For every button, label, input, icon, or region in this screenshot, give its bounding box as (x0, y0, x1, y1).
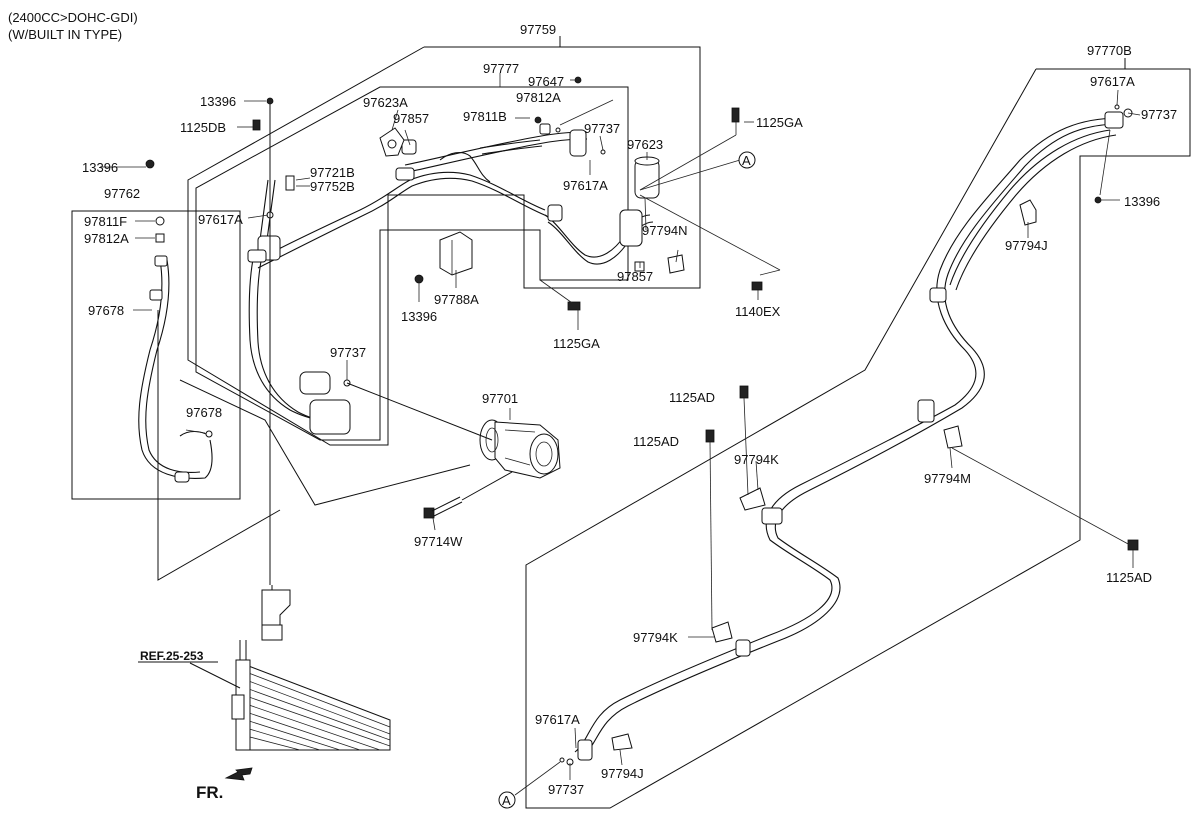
group-box-97759 (187, 46, 701, 446)
label-97678-upper: 97678 (88, 303, 124, 318)
condenser (231, 589, 391, 751)
hose-97770B (574, 111, 1124, 761)
label-1125AD-lower: 1125AD (633, 434, 679, 449)
group-box-97777 (195, 86, 629, 441)
bracket-97794M (943, 425, 963, 449)
hose-fittings-upper (247, 123, 643, 435)
label-97701: 97701 (482, 391, 518, 406)
label-97737-right: 97737 (1141, 107, 1177, 122)
label-97617A-top: 97617A (563, 178, 608, 193)
label-97794J-bottom: 97794J (601, 766, 644, 781)
label-97678-lower: 97678 (186, 405, 222, 420)
suction-hose-upper (254, 131, 654, 269)
fr-arrow-icon (224, 767, 253, 781)
label-ref-25-253: REF.25-253 (140, 649, 204, 663)
label-97857-bottom: 97857 (617, 269, 653, 284)
hose-97762 (138, 255, 213, 483)
group-box-97770B (525, 68, 1191, 809)
leaders-upper (100, 73, 781, 531)
label-1125AD-right: 1125AD (1106, 570, 1152, 585)
svg-text:A: A (742, 153, 751, 168)
label-97794J-right: 97794J (1005, 238, 1048, 253)
group-box-97762 (71, 210, 281, 581)
label-13396-mid: 13396 (401, 309, 437, 324)
label-1125GA-top: 1125GA (756, 115, 803, 130)
circle-marker-a-bottom: A (498, 791, 516, 809)
label-97623: 97623 (627, 137, 663, 152)
leaders-right (514, 89, 1141, 796)
circle-marker-a-top: A (738, 151, 756, 169)
label-97777: 97777 (483, 61, 519, 76)
label-13396-left: 13396 (82, 160, 118, 175)
header-engine-spec: (2400CC>DOHC-GDI) (8, 10, 138, 25)
label-97737-bottom: 97737 (548, 782, 584, 797)
label-1140EX: 1140EX (735, 304, 781, 319)
bracket-97794K-lower (711, 621, 733, 643)
leader-97737-mid (346, 382, 493, 441)
label-97794K-upper: 97794K (734, 452, 779, 467)
label-97794N: 97794N (642, 223, 688, 238)
bracket-97794K-upper (739, 487, 766, 511)
bracket-97788A (439, 231, 473, 276)
label-97812A-left: 97812A (84, 231, 129, 246)
label-13396-right: 13396 (1124, 194, 1160, 209)
label-97857-top: 97857 (393, 111, 429, 126)
compressor-box (179, 379, 471, 506)
bracket-97794J-bottom (611, 733, 633, 751)
label-97714W: 97714W (414, 534, 463, 549)
label-97623A: 97623A (363, 95, 408, 110)
label-1125AD-upper: 1125AD (669, 390, 715, 405)
receiver-drier-97623 (634, 156, 660, 199)
label-97811B: 97811B (463, 109, 507, 124)
label-97721B: 97721B (310, 165, 355, 180)
label-97794K-lower: 97794K (633, 630, 678, 645)
label-97788A: 97788A (434, 292, 479, 307)
compressor-97701 (479, 419, 561, 479)
clamp-97623A (379, 127, 405, 157)
label-1125DB: 1125DB (180, 120, 226, 135)
bracket-97794J-right (1019, 199, 1037, 226)
label-97770B: 97770B (1087, 43, 1132, 58)
label-1125GA-mid: 1125GA (553, 336, 600, 351)
header-type-spec: (W/BUILT IN TYPE) (8, 27, 122, 42)
label-97794M: 97794M (924, 471, 971, 486)
bolt-97714W (423, 471, 513, 519)
label-97647: 97647 (528, 74, 564, 89)
svg-text:A: A (502, 793, 511, 808)
bracket-97794N (667, 254, 685, 274)
label-fr: FR. (196, 783, 223, 802)
label-97737-mid: 97737 (330, 345, 366, 360)
ref-leader (189, 662, 241, 689)
nut-97857 (634, 261, 645, 272)
label-97617A-right: 97617A (1090, 74, 1135, 89)
label-97737-top: 97737 (584, 121, 620, 136)
label-97617A-bottom: 97617A (535, 712, 580, 727)
label-97762: 97762 (104, 186, 140, 201)
label-97812A-top: 97812A (516, 90, 561, 105)
label-97759: 97759 (520, 22, 556, 37)
label-97617A-left: 97617A (198, 212, 243, 227)
label-13396-top: 13396 (200, 94, 236, 109)
label-97811F: 97811F (84, 214, 127, 229)
label-97752B: 97752B (310, 179, 355, 194)
